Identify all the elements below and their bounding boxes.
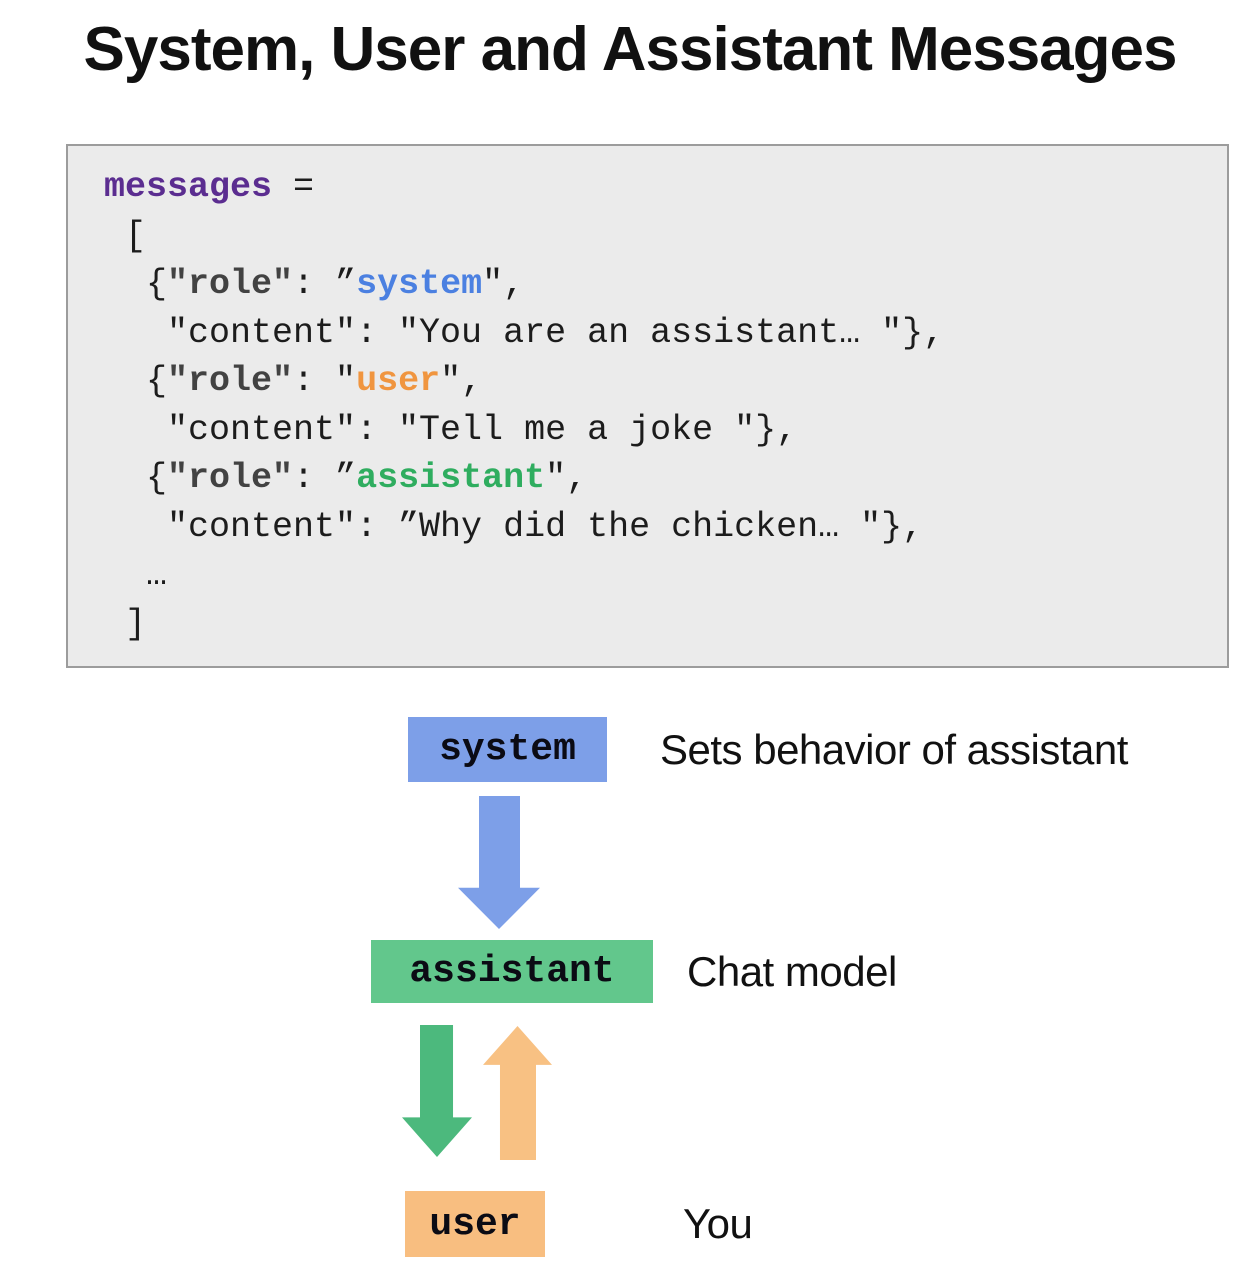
code-segment-plain: ", — [482, 264, 525, 304]
code-segment-plain: ] — [104, 603, 147, 644]
code-block: messages = [ {"role": ”system", "content… — [66, 144, 1229, 668]
user-box-label: user — [429, 1202, 521, 1246]
code-segment-system: system — [356, 264, 483, 304]
user-caption: You — [683, 1200, 753, 1247]
system-box-label: system — [439, 728, 576, 771]
code-line: [ — [104, 212, 1227, 261]
code-segment-user: user — [356, 361, 441, 401]
code-segment-plain: { — [104, 361, 168, 401]
code-segment-plain: = — [272, 167, 315, 207]
code-segment-plain: ", — [440, 361, 483, 401]
page-title: System, User and Assistant Messages — [83, 15, 1178, 84]
code-segment-key: "role" — [167, 264, 294, 304]
code-line: {"role": ”assistant", — [104, 454, 1227, 503]
user-box: user — [405, 1191, 545, 1257]
code-segment-plain: "content": "Tell me a joke "}, — [104, 409, 798, 450]
code-segment-key: "role" — [167, 361, 294, 401]
code-segment-assistant: assistant — [356, 458, 546, 498]
system-caption: Sets behavior of assistant — [660, 725, 1128, 773]
code-segment-key: "role" — [167, 458, 294, 498]
code-segment-plain: : " — [293, 361, 357, 401]
code-segment-plain: [ — [104, 215, 147, 256]
arrow-assistant-to-user — [402, 1025, 472, 1157]
assistant-box: assistant — [371, 940, 653, 1003]
code-segment-kw: messages — [104, 167, 273, 207]
code-line: … — [104, 551, 1227, 600]
code-segment-plain: : ” — [293, 264, 357, 304]
code-line: ] — [104, 600, 1227, 649]
code-line: {"role": ”system", — [104, 260, 1227, 309]
code-segment-plain: : ” — [293, 458, 357, 498]
code-segment-plain: "content": "You are an assistant… "}, — [104, 312, 945, 353]
assistant-caption: Chat model — [687, 947, 897, 995]
arrow-system-to-assistant — [458, 796, 540, 929]
arrow-user-to-assistant — [483, 1026, 552, 1160]
code-segment-plain: { — [104, 458, 168, 498]
code-line: {"role": "user", — [104, 357, 1227, 406]
code-line: "content": ”Why did the chicken… "}, — [104, 503, 1227, 552]
code-segment-plain: … — [104, 555, 168, 595]
code-line: messages = — [104, 163, 1227, 212]
code-segment-plain: "content": ”Why did the chicken… "}, — [104, 506, 924, 547]
code-segment-plain: { — [104, 264, 168, 304]
assistant-box-label: assistant — [409, 950, 615, 993]
code-line: "content": "You are an assistant… "}, — [104, 309, 1227, 358]
code-segment-plain: ", — [545, 458, 588, 498]
code-line: "content": "Tell me a joke "}, — [104, 406, 1227, 455]
system-box: system — [408, 717, 607, 782]
